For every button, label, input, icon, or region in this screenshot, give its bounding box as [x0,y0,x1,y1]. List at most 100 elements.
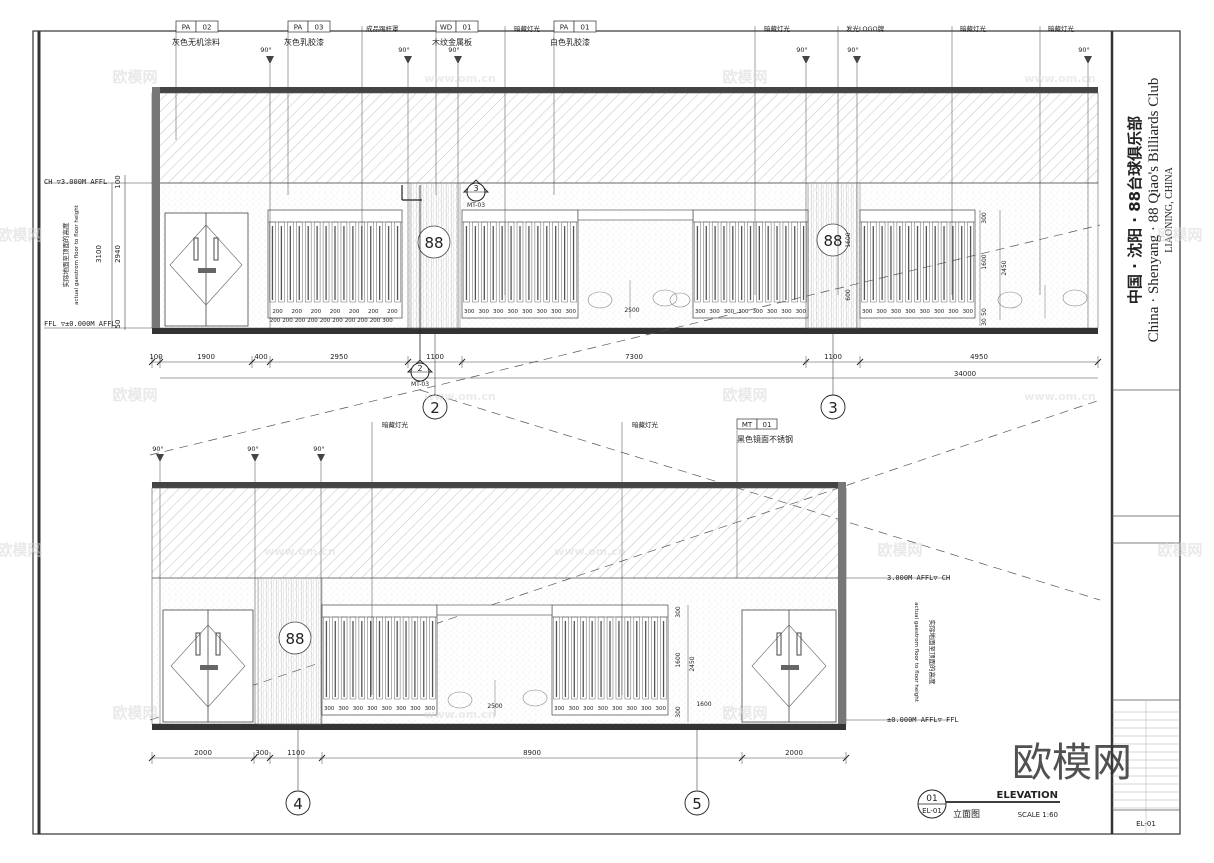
top-rack-a-row2-1: 200 [282,318,293,324]
tag-3-desc: 白色乳胶漆 [550,37,590,47]
top-angle-2: 90° [448,46,460,54]
tag-1-num: 03 [315,24,324,32]
top-rack-b-width-7: 300 [566,309,577,315]
top-rack-b-width-6: 300 [551,309,562,315]
top-vert-dim-2: 100 [114,175,122,188]
bottom-ceiling-slab [152,482,846,488]
top-rack-d-width-1: 300 [876,309,887,315]
top-angle-1: 90° [398,46,410,54]
watermark-cn-6: 欧模网 [877,541,922,559]
top-interior-dim-2: 2450 [1001,260,1008,275]
top-rack-a-width-1: 200 [291,309,302,315]
top-rack-c-width-1: 300 [709,309,720,315]
title-block: 中国 · 沈阳 · 88台球俱乐部 China · Shenyang · 88 … [1126,78,1175,828]
tag-0-desc: 灰色无机涂料 [172,37,220,47]
top-level-ffl: FFL ▽±0.000M AFFL [44,320,116,328]
top-interior-dim-1: 1600 [981,254,988,269]
top-side-note-en: actual gaestrom floor to floor height [74,204,80,305]
bottom-angle-2: 90° [313,445,325,453]
bottom-door-left [162,609,254,723]
top-rack-c-width-2: 300 [724,309,735,315]
top-logo-1: 88 [417,225,451,259]
top-rack-a-row2-3: 200 [307,318,318,324]
bottom-vert-dim-2: 2450 [689,656,696,671]
bottom-dim-0: 2000 [194,749,212,757]
top-dim-3: 2950 [330,353,348,361]
grid-bubble-4: 4 [293,795,303,813]
top-note-5: 暗藏灯光 [1048,24,1075,33]
top-rack-b-width-0: 300 [464,309,475,315]
top-angle-5: 90° [1078,46,1090,54]
bottom-material-tag: MT 01 黑色镜面不锈钢 [736,418,793,578]
top-rack-b-width-4: 300 [522,309,533,315]
top-rack-a-width-2: 200 [311,309,322,315]
top-table-dim: 2500 [624,307,639,314]
bottom-level-ffl: ±0.000M AFFL▽ FFL [887,716,959,724]
top-floor-slab [152,328,1098,334]
top-dim-7: 4950 [970,353,988,361]
tag-0-num: 02 [203,24,212,32]
bottom-angle-markers: 90°90°90° [152,445,325,724]
bottom-tag-code: MT [742,421,753,429]
top-vert-dim-3: 50 [114,320,122,329]
top-angle-4: 90° [847,46,859,54]
top-section-mark-num: 3 [473,184,478,193]
tag-2-desc: 木纹金属板 [432,37,472,47]
drawing-number: EL-01 [1136,820,1156,828]
bottom-rack-b-width-4: 300 [612,706,623,712]
bottom-furniture [447,680,548,716]
watermark-cn-3: 欧模网 [722,386,767,404]
bottom-rack-a-width-6: 300 [410,706,421,712]
bottom-door-right [741,609,837,723]
top-rack-c-width-4: 300 [752,309,763,315]
tag-1-code: PA [294,24,303,32]
top-rack-a-width-0: 200 [272,309,283,315]
bottom-side-note-en: actual gaestrom floor to floor height [913,602,919,703]
top-rack-d-width-3: 300 [905,309,916,315]
project-title-en: China · Shenyang · 88 Qiao's Billiards C… [1146,78,1162,343]
bottom-logo-text: 88 [285,630,304,648]
watermark-cn-5: 欧模网 [722,704,767,722]
top-rack-c-width-7: 300 [796,309,807,315]
top-note-1: 暗藏灯光 [514,24,541,33]
bottom-rack-b-width-6: 300 [641,706,652,712]
top-rack-a-width-4: 200 [349,309,360,315]
watermark-large: 欧模网 [1012,740,1132,786]
watermark-url-0: www.om.cn [424,72,496,85]
top-interior-dim-3: 1600 [845,232,852,247]
bottom-logo: 88 [278,621,312,655]
top-rack-a-row2-7: 200 [357,318,368,324]
top-rack-a-row2-8: 200 [370,318,381,324]
top-rack-b-width-2: 300 [493,309,504,315]
top-angle-3: 90° [796,46,808,54]
top-rack-a-row2-5: 200 [332,318,343,324]
top-rack-a-row2-4: 200 [320,318,331,324]
bottom-vert-dim-3: 300 [675,706,682,718]
grid-bubble-3: 3 [828,399,838,417]
top-logo-1-text: 88 [424,234,443,252]
top-door [164,212,249,327]
top-ceiling-zone [151,92,1099,184]
watermark-url-1: www.om.cn [424,390,496,403]
watermark-cn-9: 欧模网 [1157,541,1202,559]
top-interior-dim-4: 600 [845,289,852,301]
bottom-dim-1: 300 [255,749,268,757]
bottom-rack-b-width-0: 300 [554,706,565,712]
top-section-mark-ref: MT-03 [467,202,485,209]
watermark-url-5: www.om.cn [554,545,626,558]
top-dim-5: 7300 [625,353,643,361]
title-block-rows [1112,700,1180,834]
tag-2-code: WD [440,24,452,32]
top-rack-a-row2-9: 300 [382,318,393,324]
top-interior-dim-0: 300 [981,212,988,224]
watermark-url-3: www.om.cn [1024,72,1096,85]
drawing-title-block: 01 EL-01 ELEVATION 立面图 SCALE 1:60 [917,789,1060,820]
watermark-url-6: www.om.cn [264,545,336,558]
bottom-floor-slab [152,724,846,730]
bottom-rack-a-width-0: 300 [324,706,335,712]
top-interior-dims: 300 1600 2450 1600 600 50 30 [845,210,1008,326]
